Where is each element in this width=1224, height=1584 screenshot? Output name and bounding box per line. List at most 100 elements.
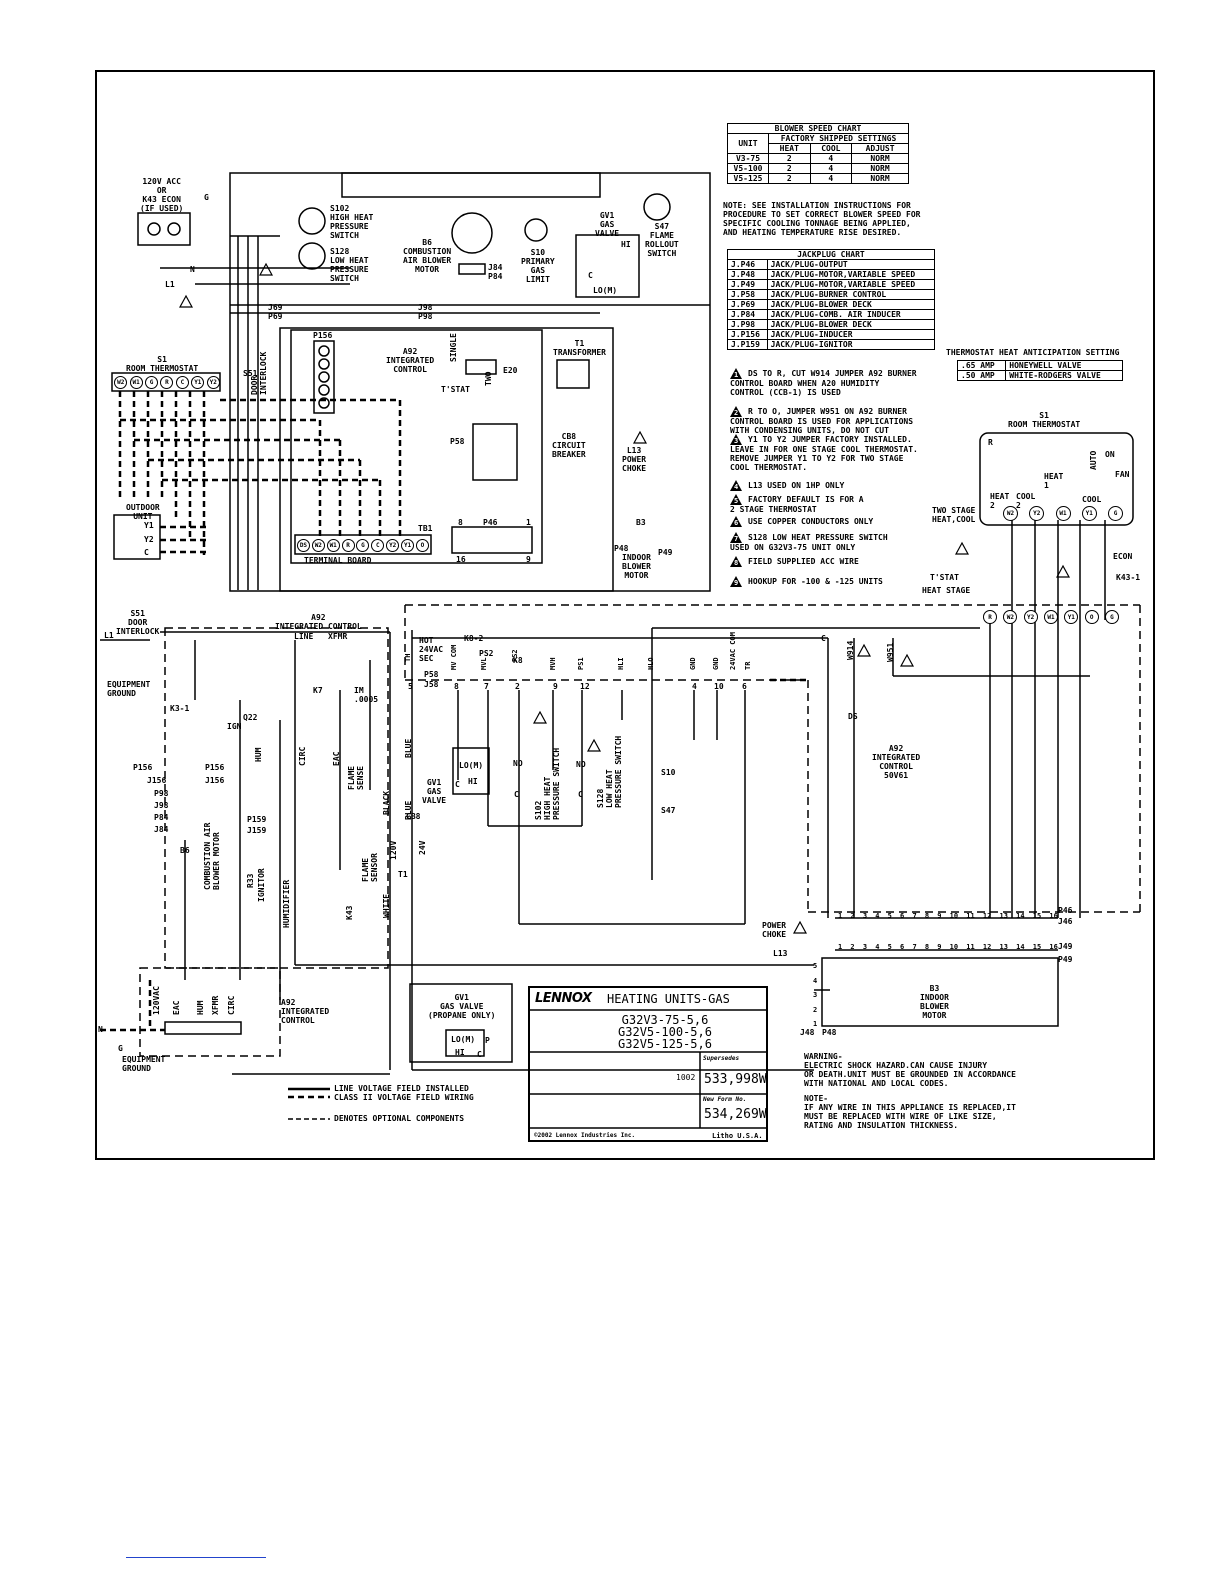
cell: J.P46 bbox=[727, 259, 768, 270]
supersedes-number: 533,998W bbox=[704, 1072, 767, 1087]
power-choke-label: POWER CHOKE bbox=[762, 921, 787, 939]
copyright: ©2002 Lennox Industries Inc. bbox=[534, 1132, 636, 1139]
gv1-propane-c: C bbox=[477, 1050, 482, 1059]
eac-label: EAC bbox=[332, 751, 341, 766]
warning-triangle-icon bbox=[730, 368, 742, 379]
tb-ds: DS bbox=[296, 539, 310, 552]
p49-label: P49 bbox=[658, 548, 673, 557]
note-5-num: 5 bbox=[734, 497, 739, 505]
pin-hli: HLI bbox=[617, 657, 625, 670]
cell: 2 bbox=[768, 153, 811, 164]
comb-air-label: COMBUSTION AIR BLOWER MOTOR bbox=[203, 822, 221, 890]
j49-lower: J49 bbox=[1058, 942, 1073, 951]
c-label: C bbox=[514, 790, 519, 799]
note-1-text: DS TO R, CUT W914 JUMPER A92 BURNER CONT… bbox=[730, 369, 917, 397]
pin-num: 10 bbox=[714, 682, 724, 691]
motor-pin-2: 2 bbox=[813, 1005, 818, 1014]
wire-note: NOTE- IF ANY WIRE IN THIS APPLIANCE IS R… bbox=[804, 1094, 1016, 1130]
g-lower-label: G bbox=[118, 1044, 123, 1053]
pin-3: 3 bbox=[862, 943, 868, 951]
pin-8: 8 bbox=[924, 912, 930, 920]
s1-terminals: W2 W1 G R C Y1 Y2 bbox=[113, 376, 221, 389]
p84-lower: P84 bbox=[154, 813, 169, 822]
cell: J.P69 bbox=[727, 299, 768, 310]
note-3-text: Y1 TO Y2 JUMPER FACTORY INSTALLED. LEAVE… bbox=[730, 435, 918, 472]
gv1-hi: HI bbox=[621, 240, 631, 249]
pin-1: 1 bbox=[838, 912, 843, 920]
k3-1-label: K3-1 bbox=[170, 704, 190, 713]
no-label-2: NO bbox=[576, 760, 586, 769]
s1-heat2: HEAT 2 bbox=[990, 492, 1010, 510]
humidifier-label: HUMIDIFIER bbox=[282, 879, 291, 928]
pin-12: 12 bbox=[982, 912, 992, 920]
gv1-propane-p: P bbox=[485, 1036, 490, 1045]
tb1-label: TB1 bbox=[418, 524, 433, 533]
pin-1: 1 bbox=[838, 943, 843, 951]
jackplug-title: JACKPLUG CHART bbox=[727, 249, 935, 260]
warning-triangle-icon bbox=[730, 494, 742, 505]
title-block-title: HEATING UNITS-GAS bbox=[607, 992, 730, 1006]
terminal-y2: Y2 bbox=[206, 376, 220, 389]
white-wire-label: WHITE bbox=[382, 893, 391, 918]
room-thermostat-label: S1 ROOM THERMOSTAT bbox=[126, 355, 199, 373]
two-label: TWO bbox=[484, 371, 493, 386]
motor-pin-4: 4 bbox=[813, 976, 818, 985]
ctrl-y1: Y1 bbox=[1064, 610, 1079, 624]
e20-label: E20 bbox=[503, 366, 518, 375]
two-stage-label: TWO STAGE HEAT,COOL bbox=[932, 506, 976, 524]
motor-pin-5: 5 bbox=[813, 962, 818, 970]
legend-optional: DENOTES OPTIONAL COMPONENTS bbox=[334, 1114, 465, 1123]
s1-cool: COOL bbox=[1082, 495, 1102, 504]
hum-label: HUM bbox=[254, 747, 263, 762]
tb-c: C bbox=[371, 539, 385, 552]
pin-4: 4 bbox=[875, 943, 880, 951]
s1r-w2: W2 bbox=[1003, 506, 1018, 521]
xfmr-label: XFMR bbox=[328, 632, 348, 641]
ctrl-g: G bbox=[1104, 610, 1119, 624]
warning-triangle-icon bbox=[730, 406, 742, 417]
ctrl-o: O bbox=[1084, 610, 1099, 624]
k8-2-label: K8-2 bbox=[464, 634, 484, 643]
s1-auto: AUTO bbox=[1089, 450, 1098, 470]
pin-11: 11 bbox=[966, 943, 975, 951]
j48-lower: J48 bbox=[800, 1028, 815, 1037]
note-3-num: 3 bbox=[734, 437, 739, 445]
j156-lower-2: J156 bbox=[205, 776, 225, 785]
p156-lower-2: P156 bbox=[205, 763, 225, 772]
pin-13: 13 bbox=[999, 943, 1008, 951]
s128-label: S128 LOW HEAT PRESSURE SWITCH bbox=[330, 247, 369, 283]
outdoor-y1: Y1 bbox=[144, 521, 154, 530]
s128-symbol bbox=[298, 242, 326, 270]
s1-on: ON bbox=[1105, 450, 1115, 459]
cell: 2 bbox=[768, 163, 811, 174]
econ-label: ECON bbox=[1113, 552, 1133, 561]
s1-heat1: HEAT 1 bbox=[1044, 472, 1064, 490]
tstat-label: T'STAT bbox=[441, 385, 470, 394]
door-interlock-label: DOOR INTERLOCK bbox=[250, 351, 268, 395]
q22-label: Q22 bbox=[243, 713, 258, 722]
pin-mvl: MVL bbox=[480, 657, 488, 670]
tb-w2: W2 bbox=[311, 539, 325, 552]
title-block bbox=[528, 986, 768, 1142]
tb-y2: Y2 bbox=[386, 539, 400, 552]
pin-6: 6 bbox=[900, 912, 905, 920]
line-label: LINE bbox=[294, 632, 314, 641]
pin-10: 10 bbox=[949, 943, 959, 951]
w951-label: W951 bbox=[886, 642, 895, 662]
l1-lower-label: L1 bbox=[104, 631, 114, 640]
gv1-lower-lo: LO(M) bbox=[459, 761, 484, 770]
cb8-lower: CB8 bbox=[406, 812, 421, 821]
motor-pin-3: 3 bbox=[813, 991, 818, 999]
cell: J.P84 bbox=[727, 309, 768, 320]
cell: HONEYWELL VALVE bbox=[1005, 360, 1123, 371]
terminal-board-label: TERMINAL BOARD bbox=[304, 556, 372, 565]
pin-ps2: PS2 bbox=[511, 649, 519, 662]
j84p84-label: J84 P84 bbox=[488, 263, 503, 281]
cell: JACK/PLUG-BURNER CONTROL bbox=[766, 289, 936, 300]
p58-pin-numbers: 5 8 7 2 9 12 4 10 6 bbox=[404, 682, 754, 694]
